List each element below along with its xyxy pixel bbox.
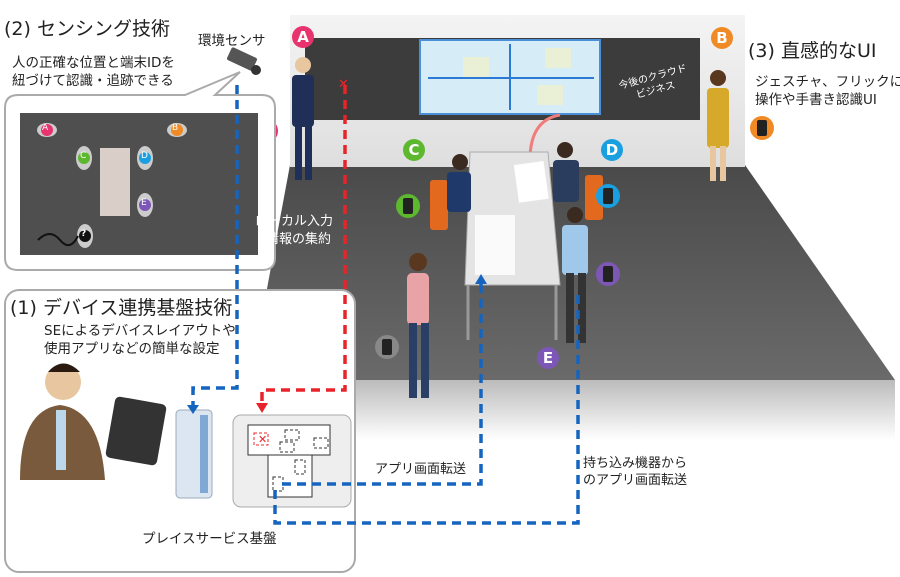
sensing-desc-1: 人の正確な位置と端末IDを [12, 55, 175, 71]
sensing-desc-2: 紐づけて認識・追跡できる [12, 73, 174, 89]
map-badge-b: B [172, 123, 179, 133]
byod-transfer-label-1: 持ち込み機器から [583, 456, 688, 471]
app-transfer-flow-line [282, 282, 483, 486]
badge-e: E [537, 347, 559, 369]
device-desc-1: SEによるデバイスレイアウトや [44, 323, 236, 339]
ui-title: (3) 直感的なUI [748, 40, 877, 62]
layout-diagram [247, 424, 331, 498]
byod-transfer-label-2: のアプリ画面転送 [583, 473, 688, 488]
sticky-note [545, 48, 571, 68]
sensing-title: (2) センシング技術 [4, 18, 170, 40]
device-desc-2: 使用アプリなどの簡単な設定 [44, 341, 220, 357]
person-with-tablet [20, 363, 105, 480]
map-badge-a: A [42, 123, 49, 133]
person-b [707, 70, 729, 181]
map-badge-unknown: ? [81, 229, 87, 239]
sticky-note [463, 57, 489, 77]
map-badge-d: D [141, 151, 148, 161]
app-transfer-label: アプリ画面転送 [375, 462, 467, 477]
badge-b: B [711, 27, 733, 49]
sticky-note [537, 85, 563, 105]
platform-label: プレイスサービス基盤 [142, 531, 277, 547]
map-markers [37, 123, 187, 248]
ui-desc-2: 操作や手書き認識UI [755, 92, 877, 108]
sensor-flow-line [191, 85, 239, 410]
device-title: (1) デバイス連携基盤技術 [10, 297, 233, 319]
person-c [430, 154, 471, 230]
map-badge-e: E [141, 198, 147, 208]
ui-desc-1: ジェスチャ、フリックによる [755, 74, 900, 90]
byod-transfer-flow-line [273, 295, 580, 525]
local-input-flow-line [260, 85, 347, 408]
local-input-label-1: ローカル入力 [255, 214, 334, 229]
env-sensor-label: 環境センサ [198, 33, 266, 49]
local-input-label-2: 情報の集約 [266, 232, 332, 247]
tablet-icon [105, 396, 167, 466]
env-sensor-camera-icon [227, 47, 261, 75]
person-woman [407, 253, 429, 398]
badge-c: C [403, 139, 425, 161]
badge-d: D [601, 139, 623, 161]
floor-map [20, 113, 258, 255]
person-d [553, 142, 603, 220]
svg-text:✕: ✕ [338, 77, 349, 92]
person-e [562, 207, 588, 343]
server-icon [175, 409, 213, 499]
badge-a: A [292, 26, 314, 48]
svg-text:✕: ✕ [258, 433, 267, 446]
map-badge-c: C [80, 151, 87, 161]
person-a [292, 57, 314, 180]
